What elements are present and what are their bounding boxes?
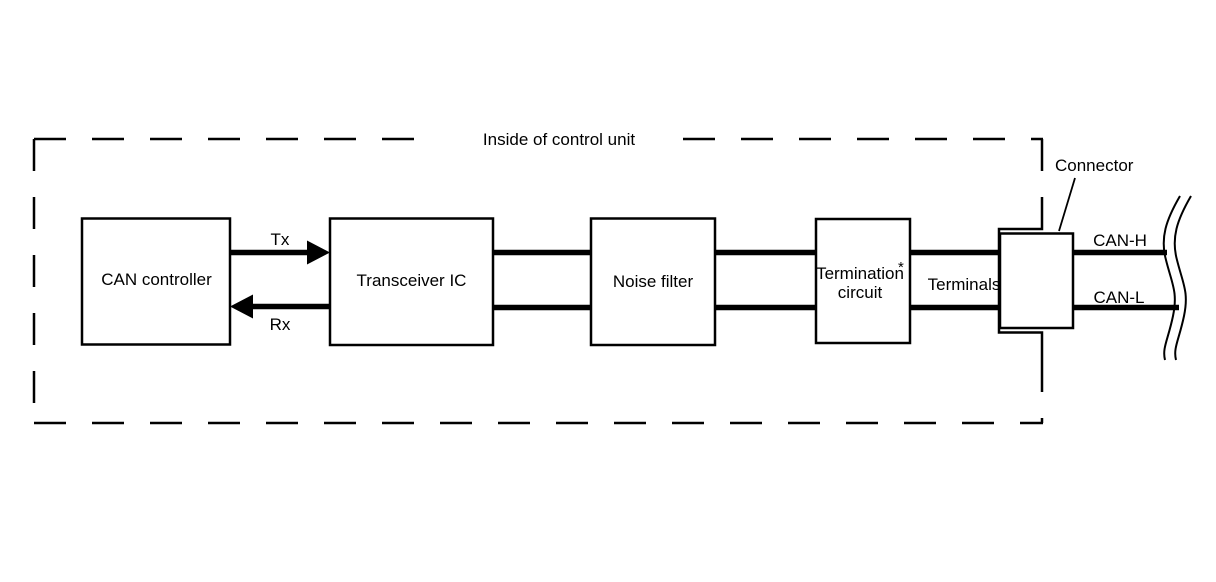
rx-arrowhead-icon	[230, 294, 253, 319]
connector-body	[998, 232, 1075, 330]
can-controller-label: CAN controller	[101, 270, 212, 289]
terminals-label: Terminals	[928, 275, 1001, 294]
bus-lines	[493, 249, 1179, 311]
connector-label: Connector	[1055, 156, 1134, 175]
termination-label-line1: Termination	[816, 264, 904, 283]
noise-filter-box	[589, 217, 717, 347]
can-h-label: CAN-H	[1093, 231, 1147, 250]
transceiver-ic-label: Transceiver IC	[357, 271, 467, 290]
termination-asterisk: *	[898, 259, 904, 276]
cable-break-left-curve	[1162, 195, 1181, 361]
noise-filter-label: Noise filter	[613, 272, 694, 291]
tx-arrow	[230, 240, 330, 265]
rx-arrow	[230, 294, 330, 319]
termination-circuit-box	[814, 217, 912, 345]
can-l-label: CAN-L	[1093, 288, 1144, 307]
cable-break-icon	[1162, 195, 1192, 361]
transceiver-ic-box	[328, 217, 495, 347]
control-unit-title: Inside of control unit	[483, 130, 635, 149]
rx-label: Rx	[270, 315, 291, 334]
connector	[997, 197, 1075, 360]
connector-leader-line	[1058, 177, 1076, 232]
termination-label-line2: circuit	[838, 283, 883, 302]
tx-label: Tx	[271, 230, 290, 249]
tx-arrowhead-icon	[307, 240, 330, 265]
control-unit-boundary	[32, 137, 1044, 425]
can-controller-box	[80, 217, 232, 346]
cable-break-right-curve	[1173, 195, 1192, 361]
